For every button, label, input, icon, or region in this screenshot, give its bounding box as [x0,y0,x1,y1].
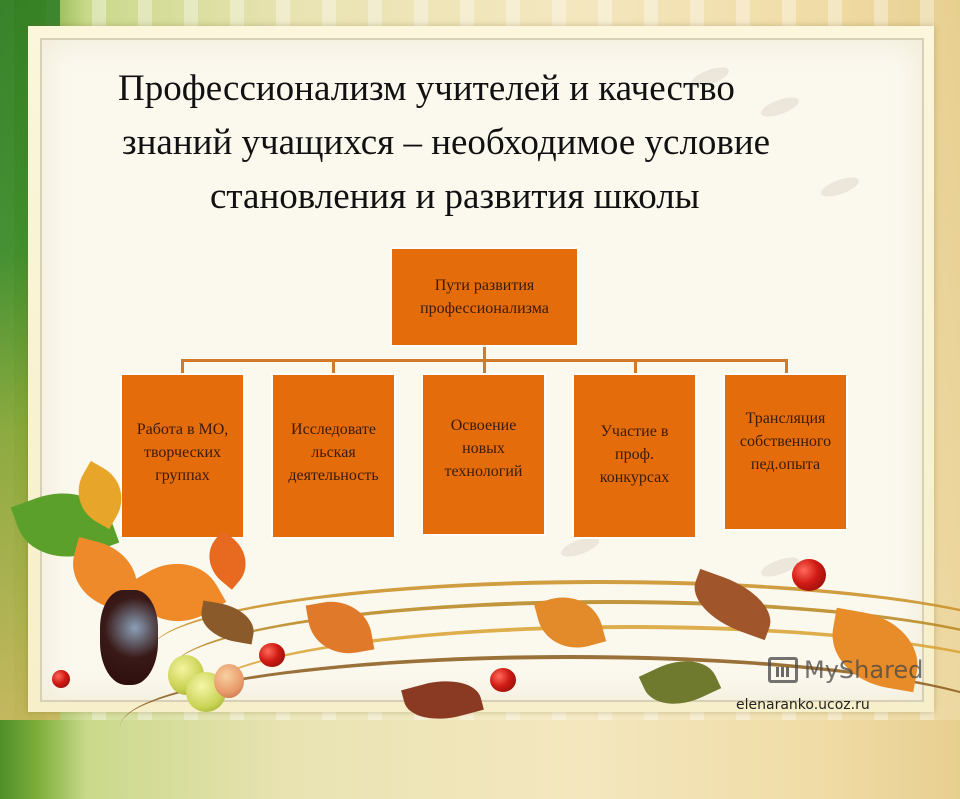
site-credit: elenaranko.ucoz.ru [736,697,870,713]
title-line-3: становления и развития школы [210,176,700,217]
child-node-line: технологий [444,463,523,480]
child-node-mo-work: Работа в МО, творческих группах [122,375,243,537]
child-node-contests: Участие в проф. конкурсах [574,375,695,537]
child-node-line: пед.опыта [750,456,821,473]
connector-drop-2 [332,359,335,373]
child-node-line: собственного [739,433,832,450]
connector-drop-5 [785,359,788,373]
child-node-line: Освоение [450,417,517,434]
connector-root-stem [483,345,486,361]
title-line-1: Профессионализм учителей и качество [118,68,735,109]
child-node-line: Трансляция [745,410,826,427]
child-node-line: деятельность [288,466,379,484]
root-node: Пути развития профессионализма [392,249,577,345]
connector-drop-3 [483,359,486,373]
child-node-new-tech: Освоение новых технологий [423,375,544,534]
child-node-label: Освоение новых технологий [445,414,523,483]
watermark: MyShared [768,656,923,684]
child-node-line: конкурсах [599,468,670,486]
berry-decoration [52,670,70,688]
root-node-line: профессионализма [420,300,549,317]
child-node-line: новых [462,440,505,457]
child-node-line: льская [311,443,356,461]
title-line-2: знаний учащихся – необходимое условие [122,122,771,163]
root-node-label: Пути развития профессионализма [420,274,549,320]
child-node-label: Трансляция собственного пед.опыта [740,407,831,476]
child-node-line: группах [155,466,210,484]
vase-decoration [100,590,158,685]
watermark-brand: MyShared [804,656,924,684]
child-node-line: творческих [143,443,222,461]
connector-drop-4 [634,359,637,373]
berry-decoration [792,559,826,591]
apple-decoration [214,664,244,698]
child-node-label: Исследовате льская деятельность [288,418,378,487]
child-node-experience: Трансляция собственного пед.опыта [725,375,846,529]
slide-title: Профессионализм учителей и качество знан… [118,62,878,224]
child-node-label: Участие в проф. конкурсах [600,420,669,489]
child-node-line: Участие в [600,422,669,440]
presentation-board-icon [768,657,798,683]
child-node-research: Исследовате льская деятельность [273,375,394,537]
ribbon-decoration [120,655,960,799]
connector-drop-1 [181,359,184,373]
berry-decoration [490,668,516,692]
berry-decoration [259,643,285,667]
child-node-line: Исследовате [291,420,376,438]
root-node-line: Пути развития [434,277,535,294]
child-node-line: проф. [615,445,654,463]
child-node-label: Работа в МО, творческих группах [137,418,229,487]
ribbon-decoration [150,580,960,724]
child-node-line: Работа в МО, [136,420,229,438]
